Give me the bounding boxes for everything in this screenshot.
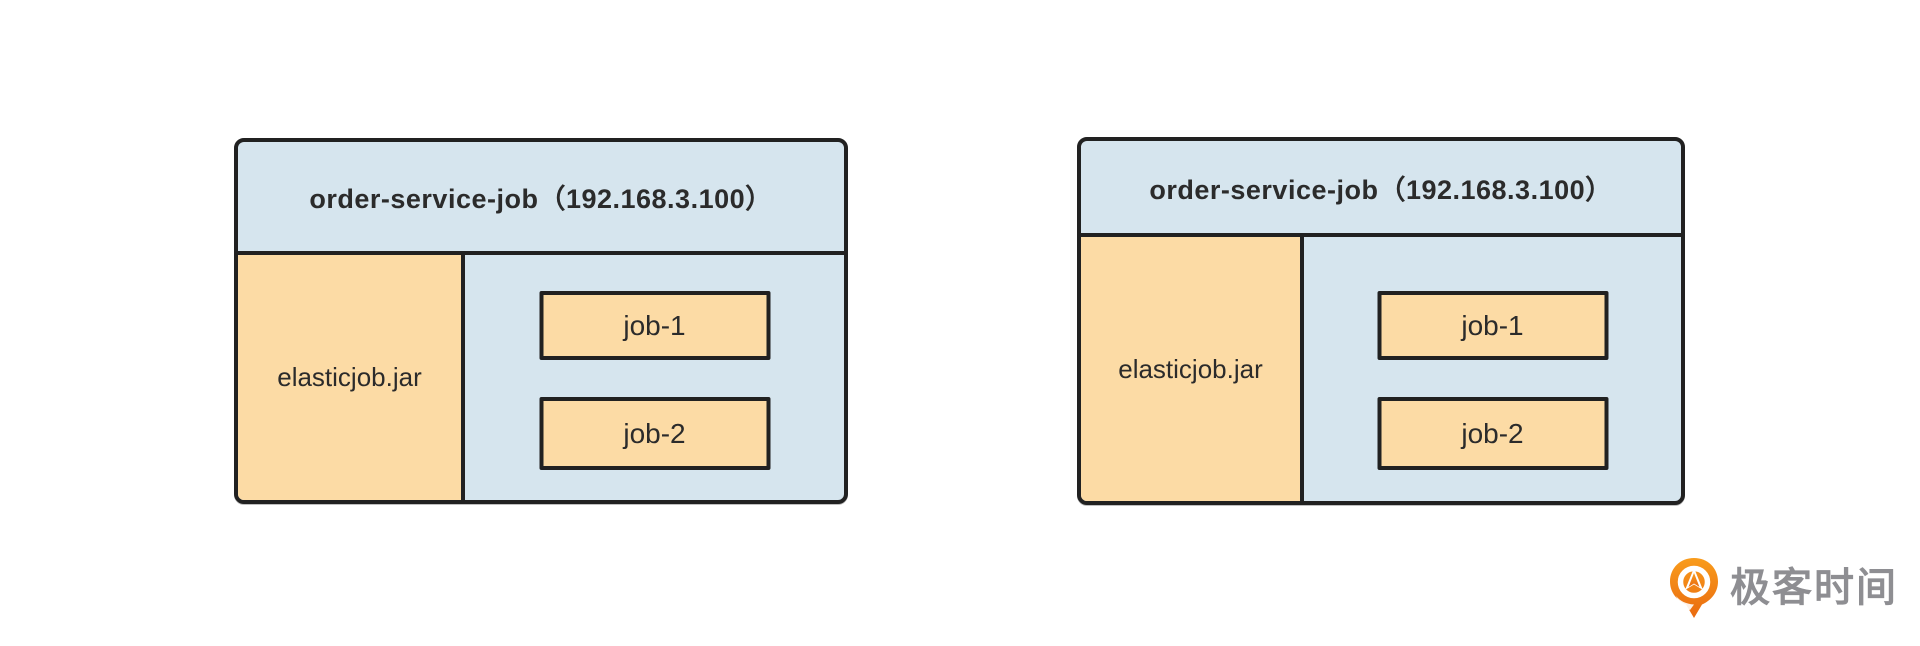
server-node-1-title: order-service-job（192.168.3.100） [238, 142, 844, 255]
geektime-logo-text: 极客时间 [1730, 566, 1898, 610]
jar-cell: elasticjob.jar [1081, 237, 1304, 501]
server-node-2-title: order-service-job（192.168.3.100） [1081, 141, 1681, 237]
server-node-1-body: elasticjob.jar job-1 job-2 [238, 255, 844, 500]
job-box-2: job-2 [539, 397, 770, 470]
geektime-pin-icon [1670, 558, 1718, 618]
server-node-2-body: elasticjob.jar job-1 job-2 [1081, 237, 1681, 501]
server-node-1: order-service-job（192.168.3.100） elastic… [234, 138, 848, 504]
job-box-1: job-1 [1377, 291, 1608, 360]
job-label: job-2 [1461, 417, 1524, 449]
node-title-text: order-service-job（192.168.3.100） [1149, 174, 1613, 205]
job-label: job-2 [623, 417, 686, 449]
jar-label: elasticjob.jar [277, 362, 422, 392]
job-box-1: job-1 [539, 291, 770, 360]
job-label: job-1 [623, 309, 686, 341]
jar-label: elasticjob.jar [1118, 353, 1263, 384]
job-label: job-1 [1461, 309, 1524, 341]
server-node-2: order-service-job（192.168.3.100） elastic… [1077, 137, 1685, 505]
geektime-logo: 极客时间 [1668, 556, 1898, 620]
jobs-area: job-1 job-2 [1304, 237, 1681, 501]
job-box-2: job-2 [1377, 397, 1608, 470]
jar-cell: elasticjob.jar [238, 255, 465, 500]
node-title-text: order-service-job（192.168.3.100） [309, 184, 773, 214]
jobs-area: job-1 job-2 [465, 255, 844, 500]
